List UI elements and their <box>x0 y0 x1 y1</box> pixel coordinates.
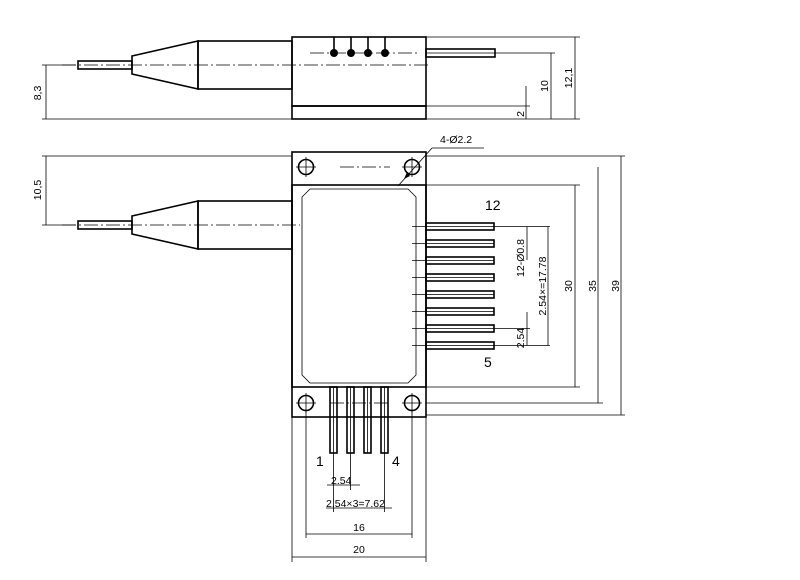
dim-39: 39 <box>610 280 622 292</box>
dim-10: 10 <box>539 80 551 92</box>
mounting-holes <box>296 157 422 413</box>
pin-label-4: 4 <box>392 453 400 469</box>
bottom-pins <box>329 386 389 512</box>
dim-pitch-total-bottom: 2.54×3=7.62 <box>326 498 385 510</box>
dim-hole-4-d2-2: 4-Ø2.2 <box>440 134 472 146</box>
right-pins <box>412 222 550 350</box>
pin-label-1: 1 <box>316 453 324 469</box>
dim-pitch-bottom: 2.54 <box>331 475 352 487</box>
pin-label-12: 12 <box>485 197 501 213</box>
dim-30: 30 <box>563 280 575 292</box>
side-body <box>291 36 427 107</box>
dim-10-5: 10,5 <box>32 180 44 201</box>
side-top-pins <box>330 37 389 57</box>
dim-8-3: 8,3 <box>32 86 44 101</box>
top-body <box>291 184 427 388</box>
dim-16: 16 <box>353 522 365 534</box>
pin-label-5: 5 <box>484 354 492 370</box>
top-body-inner <box>301 188 417 384</box>
top-view: 12 5 1 4 4-Ø2.2 10,5 12-Ø0.8 2.54×=17.78… <box>32 134 625 562</box>
dim-pin-dia: 12-Ø0.8 <box>515 239 527 277</box>
dim-pitch-total-right: 2.54×=17.78 <box>537 256 549 315</box>
side-flange <box>291 105 427 120</box>
dim-12-1: 12,1 <box>563 68 575 89</box>
dim-pitch-right: 2.54 <box>515 328 527 349</box>
dim-2: 2 <box>515 111 527 117</box>
side-view: 8,3 2 10 12,1 <box>32 36 580 120</box>
top-flange <box>291 151 427 418</box>
dim-20: 20 <box>353 544 365 556</box>
dim-35: 35 <box>587 280 599 292</box>
